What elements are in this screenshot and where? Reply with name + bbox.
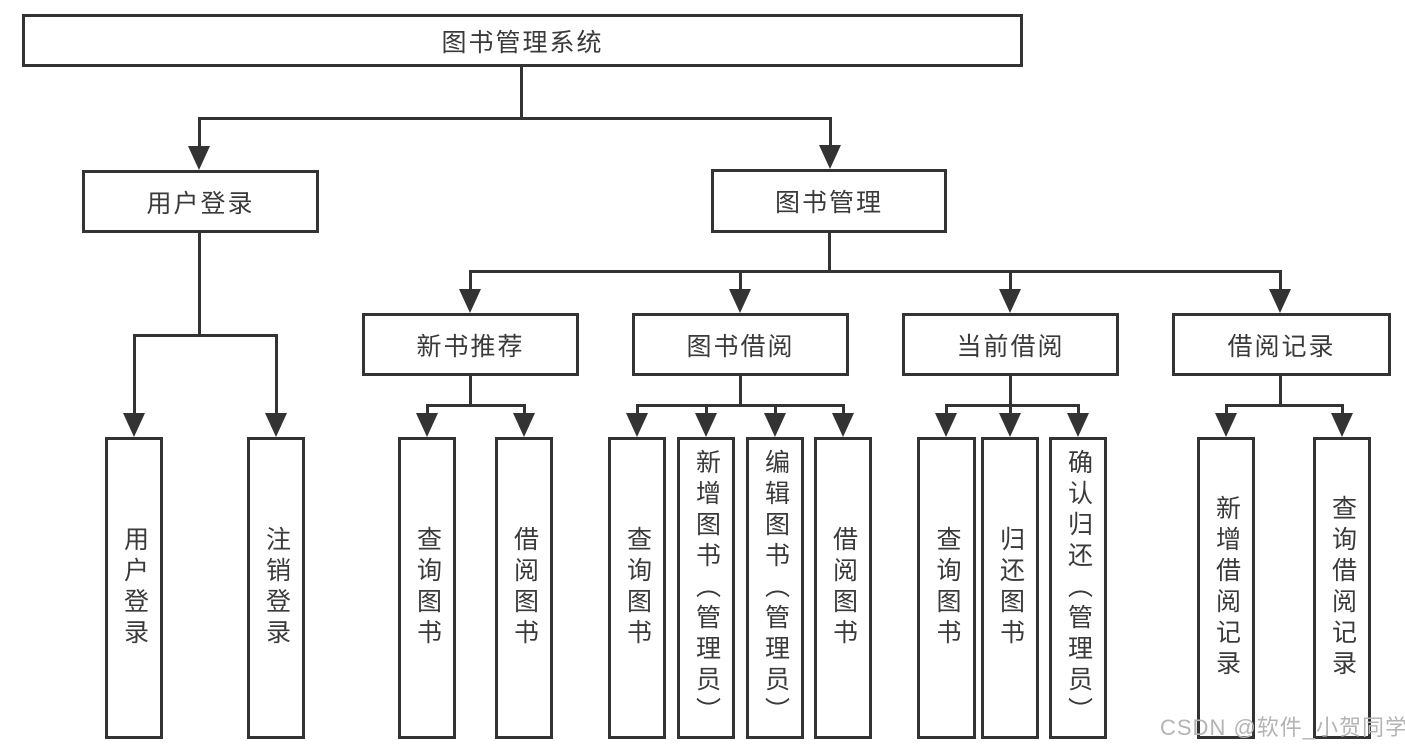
connector-to-current-borrow — [1009, 270, 1012, 293]
node-label: 归还图书 — [996, 526, 1025, 650]
node-label: 用户登录 — [120, 526, 149, 650]
node-label: 借阅图书 — [510, 526, 539, 650]
leaf-add-borrow-record: 新增借阅记录 — [1197, 437, 1255, 739]
arrow-down-icon — [1331, 413, 1353, 437]
leaf-query-books-current: 查询图书 — [917, 437, 976, 739]
connector-current-borrow-crossbar — [945, 404, 1080, 407]
node-book-borrowing: 图书借阅 — [632, 313, 849, 376]
connector-user-login-crossbar — [133, 334, 278, 337]
connector-leaf-stub — [774, 404, 777, 416]
node-label: 新书推荐 — [416, 332, 525, 361]
arrow-down-icon — [1067, 413, 1089, 437]
connector-leaf-stub — [705, 404, 708, 416]
connector-borrow-records-crossbar — [1225, 404, 1344, 407]
leaf-logout: 注销登录 — [247, 437, 305, 739]
node-label: 用户登录 — [146, 189, 255, 218]
node-current-borrowing: 当前借阅 — [902, 313, 1119, 376]
arrow-down-icon — [999, 289, 1021, 313]
connector-book-management-trunk — [828, 233, 831, 273]
arrow-down-icon — [819, 145, 841, 169]
connector-to-borrow-records — [1279, 270, 1282, 293]
node-label: 查询借阅记录 — [1328, 495, 1357, 681]
leaf-query-books-borrow: 查询图书 — [608, 437, 666, 739]
csdn-watermark: CSDN @软件_小贺同学 — [1160, 715, 1405, 740]
arrow-down-icon — [832, 413, 854, 437]
arrow-down-icon — [999, 413, 1021, 437]
leaf-borrow-books-recommend: 借阅图书 — [495, 437, 553, 739]
node-label: 新增图书（管理员） — [692, 448, 721, 728]
arrow-down-icon — [459, 289, 481, 313]
node-label: 新增借阅记录 — [1212, 495, 1241, 681]
connector-leaf-stub — [945, 404, 948, 416]
leaf-query-books-recommend: 查询图书 — [398, 437, 456, 739]
node-label: 编辑图书（管理员） — [761, 448, 790, 728]
connector-new-book-rec-trunk — [469, 376, 472, 407]
node-book-management: 图书管理 — [711, 169, 947, 233]
connector-book-borrow-trunk — [739, 376, 742, 407]
node-label: 借阅图书 — [829, 526, 858, 650]
arrow-down-icon — [764, 413, 786, 437]
connector-to-leaf-logout — [275, 334, 278, 418]
node-label: 图书借阅 — [686, 332, 795, 361]
connector-book-borrow-crossbar — [636, 404, 845, 407]
node-user-login: 用户登录 — [82, 170, 319, 233]
connector-leaf-stub — [1009, 404, 1012, 416]
leaf-borrow-books: 借阅图书 — [814, 437, 872, 739]
arrow-down-icon — [626, 413, 648, 437]
leaf-user-login: 用户登录 — [105, 437, 163, 739]
arrow-down-icon — [265, 413, 287, 437]
node-label: 当前借阅 — [956, 332, 1065, 361]
arrow-down-icon — [188, 146, 210, 170]
connector-to-new-book-rec — [469, 270, 472, 293]
arrow-down-icon — [513, 413, 535, 437]
connector-book-management-crossbar — [469, 270, 1282, 273]
node-label: 图书管理 — [774, 189, 883, 217]
node-label: 借阅记录 — [1227, 332, 1336, 361]
connector-leaf-stub — [842, 404, 845, 416]
arrow-down-icon — [729, 289, 751, 313]
node-label: 图书管理系统 — [441, 28, 604, 57]
connector-borrow-records-trunk — [1279, 376, 1282, 407]
arrow-down-icon — [416, 413, 438, 437]
connector-root-crossbar — [198, 117, 832, 120]
connector-to-leaf-user-login — [133, 334, 136, 418]
connector-new-book-rec-crossbar — [426, 404, 526, 407]
arrow-down-icon — [935, 413, 957, 437]
node-label: 确认归还（管理员） — [1064, 448, 1093, 728]
leaf-add-books-admin: 新增图书（管理员） — [677, 437, 735, 739]
connector-leaf-stub — [636, 404, 639, 416]
node-root-library-management-system: 图书管理系统 — [22, 14, 1023, 67]
leaf-return-books: 归还图书 — [981, 437, 1039, 739]
node-borrow-records: 借阅记录 — [1172, 313, 1391, 376]
connector-current-borrow-trunk — [1009, 376, 1012, 407]
arrow-down-icon — [695, 413, 717, 437]
connector-leaf-stub — [523, 404, 526, 416]
node-label: 查询图书 — [413, 526, 442, 650]
connector-to-book-management — [829, 117, 832, 149]
connector-leaf-stub — [426, 404, 429, 416]
node-new-book-recommendation: 新书推荐 — [362, 313, 579, 376]
leaf-confirm-return-admin: 确认归还（管理员） — [1049, 437, 1107, 739]
node-label: 注销登录 — [262, 526, 291, 650]
connector-user-login-trunk — [198, 233, 201, 337]
node-label: 查询图书 — [933, 526, 961, 650]
connector-leaf-stub — [1077, 404, 1080, 416]
arrow-down-icon — [123, 413, 145, 437]
connector-to-book-borrow — [739, 270, 742, 293]
connector-leaf-stub — [1225, 404, 1228, 416]
connector-to-user-login — [198, 117, 201, 150]
leaf-edit-books-admin: 编辑图书（管理员） — [746, 437, 804, 739]
connector-leaf-stub — [1341, 404, 1344, 416]
connector-root-trunk — [520, 66, 523, 120]
arrow-down-icon — [1269, 289, 1291, 313]
arrow-down-icon — [1215, 413, 1237, 437]
node-label: 查询图书 — [623, 526, 652, 650]
leaf-query-borrow-record: 查询借阅记录 — [1313, 437, 1371, 739]
